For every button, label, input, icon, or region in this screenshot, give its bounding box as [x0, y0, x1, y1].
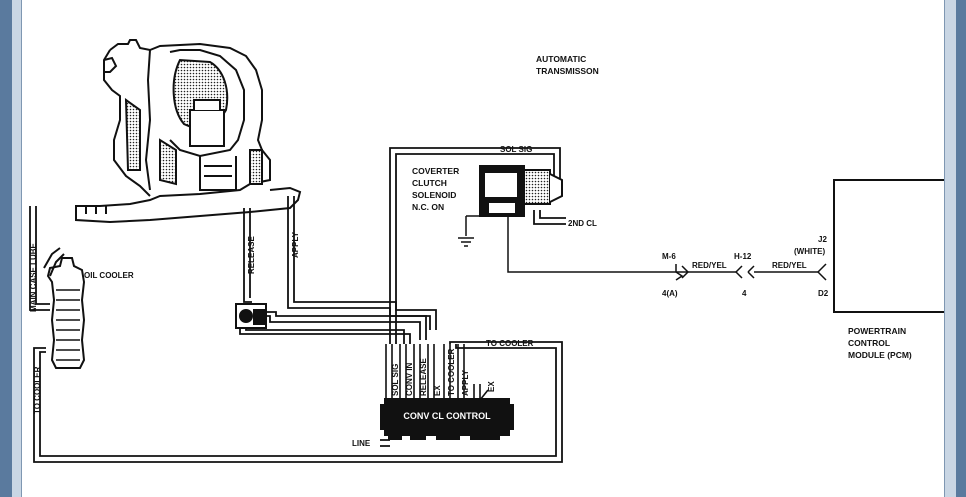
- hydraulic-lines: [29, 147, 566, 463]
- transmission-housing-drawing: [75, 39, 302, 224]
- main-case-lube-label: MAIN CASE LUBE: [29, 242, 38, 312]
- port-apply: APPLY: [461, 369, 470, 396]
- connector-h12-pin: 4: [742, 289, 747, 298]
- solenoid-label-2: CLUTCH: [412, 178, 447, 188]
- window-frame-left-inner: [12, 0, 22, 497]
- valve-port-labels: SOL SIG CONV IN RELEASE EX TO COOLER APP…: [391, 348, 496, 396]
- port-conv-in: CONV IN: [405, 362, 414, 396]
- pcm-label-3: MODULE (PCM): [848, 350, 912, 360]
- wire-color-1: RED/YEL: [692, 261, 727, 270]
- pcm-pin-top-1: J2: [818, 235, 827, 244]
- solenoid-label-3: SOLENOID: [412, 190, 456, 200]
- apply-label: APPLY: [291, 231, 300, 258]
- line-label: LINE: [352, 439, 371, 448]
- connector-m6-label: M-6: [662, 252, 676, 261]
- pcm-label-2: CONTROL: [848, 338, 890, 348]
- solenoid-label-1: COVERTER: [412, 166, 459, 176]
- port-ex-1: EX: [433, 385, 442, 396]
- sol-sig-top-label: SOL SIG: [500, 145, 532, 154]
- oil-cooler-drawing: [43, 247, 86, 369]
- title-line-2: TRANSMISSON: [536, 66, 599, 76]
- pcm-wiring: [675, 263, 827, 281]
- valve-label: CONV CL CONTROL: [403, 411, 491, 421]
- conv-cl-control-valve: CONV CL CONTROL: [380, 344, 514, 440]
- wire-color-2: RED/YEL: [772, 261, 807, 270]
- window-frame-left: [0, 0, 12, 497]
- pcm-box: [833, 179, 944, 313]
- to-cooler-right-label: TO COOLER: [486, 339, 534, 348]
- port-to-cooler: TO COOLER: [447, 348, 456, 396]
- pcm-pin: D2: [818, 289, 829, 298]
- port-ex-2: EX: [487, 381, 496, 392]
- pcm-pin-top-2: (WHITE): [794, 247, 825, 256]
- second-cl-label: 2ND CL: [568, 219, 597, 228]
- oil-cooler-label: OIL COOLER: [84, 271, 134, 280]
- window-frame-right-outer: [956, 0, 966, 497]
- release-accumulator: [235, 303, 267, 329]
- connector-m6-pin: 4(A): [662, 289, 678, 298]
- title-line-1: AUTOMATIC: [536, 54, 586, 64]
- solenoid-drawing: [458, 165, 676, 273]
- solenoid-label-4: N.C. ON: [412, 202, 444, 212]
- port-sol-sig: SOL SIG: [391, 364, 400, 396]
- release-label: RELEASE: [247, 236, 256, 274]
- pcm-label-1: POWERTRAIN: [848, 326, 906, 336]
- to-cooler-left-label: TO COOLER: [33, 366, 42, 414]
- connector-h12-label: H-12: [734, 252, 752, 261]
- port-release: RELEASE: [419, 358, 428, 396]
